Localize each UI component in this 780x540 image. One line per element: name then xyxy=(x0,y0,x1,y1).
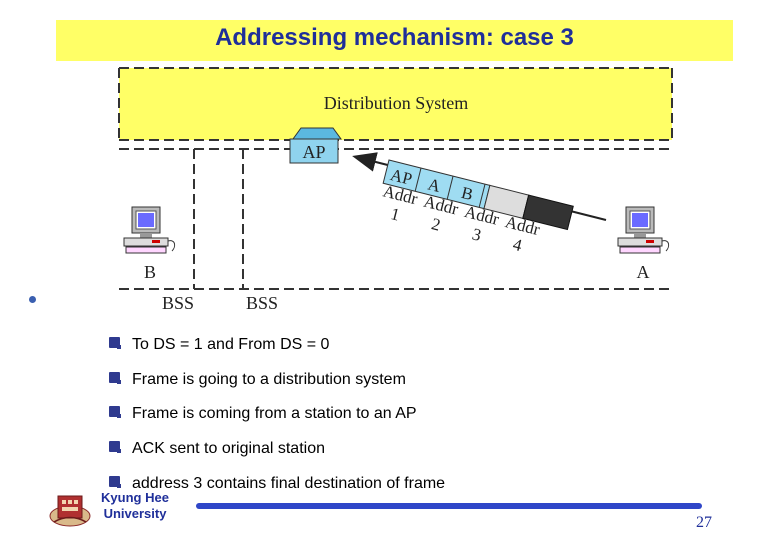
university-logo-icon xyxy=(49,495,91,527)
university-name: Kyung Hee University xyxy=(101,490,169,521)
station-b-label: B xyxy=(144,262,156,282)
ap-label: AP xyxy=(302,142,325,162)
frame-field-1: AP xyxy=(388,165,414,189)
addr-num-2: 2 xyxy=(429,214,442,234)
bullet-marker-icon xyxy=(108,371,122,385)
bullet-marker-icon xyxy=(108,336,122,350)
bullet-item: address 3 contains final destination of … xyxy=(108,475,445,493)
page-number: 27 xyxy=(696,514,712,531)
bullet-item: To DS = 1 and From DS = 0 xyxy=(108,336,329,354)
computer-icon xyxy=(617,206,670,254)
frame: AP A B xyxy=(382,159,574,231)
distribution-system-area xyxy=(119,68,672,140)
bullet-item: Frame is going to a distribution system xyxy=(108,371,406,389)
addr-num-1: 1 xyxy=(389,204,402,224)
bullet-item: Frame is coming from a station to an AP xyxy=(108,405,417,423)
bullet-marker-icon xyxy=(108,475,122,489)
computer-icon xyxy=(123,206,176,254)
bullet-dot xyxy=(29,296,36,303)
station-a-label: A xyxy=(637,262,650,282)
footer-divider xyxy=(196,503,702,509)
bss-right-label: BSS xyxy=(246,293,278,313)
addr-num-4: 4 xyxy=(511,235,524,256)
distribution-system-label: Distribution System xyxy=(324,93,469,113)
access-point: AP xyxy=(289,127,342,164)
addr-num-3: 3 xyxy=(470,224,483,244)
bullet-marker-icon xyxy=(108,440,122,454)
bss-left-label: BSS xyxy=(162,293,194,313)
title-banner xyxy=(56,20,733,61)
frame-field-2: A xyxy=(426,175,443,197)
slide-title: Addressing mechanism: case 3 xyxy=(215,24,574,51)
bullet-item: ACK sent to original station xyxy=(108,440,325,458)
bullet-marker-icon xyxy=(108,405,122,419)
frame-field-3: B xyxy=(459,183,475,204)
